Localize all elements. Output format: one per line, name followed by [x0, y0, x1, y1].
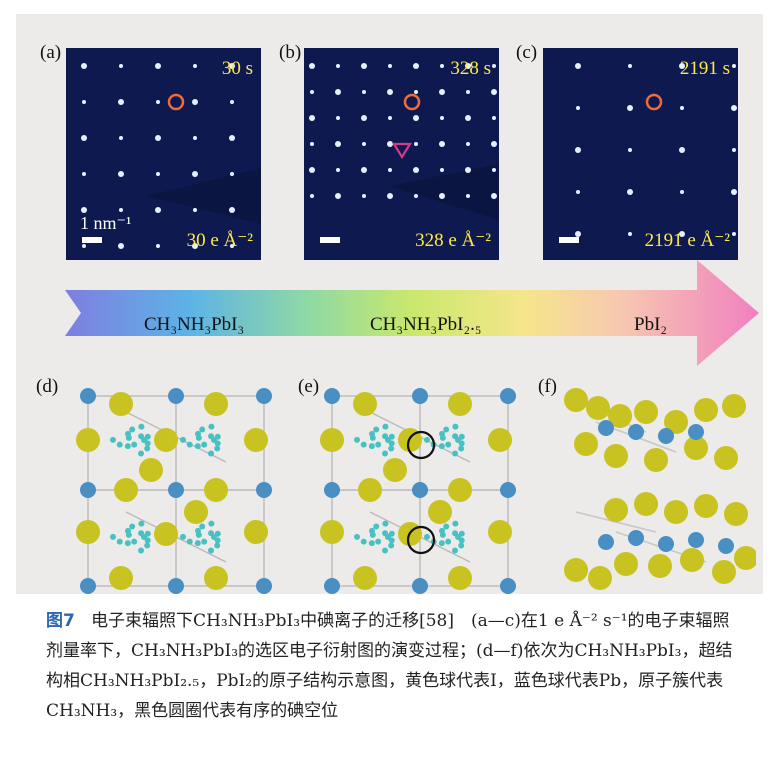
vacancy-circle-bottom — [406, 525, 436, 555]
panel-label-c: (c) — [516, 42, 538, 63]
panel-label-e: (e) — [298, 376, 320, 397]
structure-superstructure — [320, 388, 516, 594]
time-label-a: 30 s — [221, 58, 253, 79]
structure-mapbi3 — [76, 388, 272, 594]
scale-bar-a — [82, 237, 102, 243]
scale-bar-c — [559, 237, 579, 243]
figure-caption: 图7 电子束辐照下CH₃NH₃PbI₃中碘离子的迁移[58] (a—c)在1 e… — [46, 606, 746, 726]
diffraction-spots-c — [575, 63, 737, 237]
tem-pattern-b: 328 s 328 e Å⁻² — [304, 48, 499, 260]
structure-pbi2 — [564, 388, 756, 590]
scale-bar-b — [320, 237, 340, 243]
dose-label-a: 30 e Å⁻² — [186, 230, 253, 251]
diffraction-spots-a — [81, 63, 261, 249]
panel-label-b: (b) — [279, 42, 302, 63]
arrow-label-mapbi3: CH₃NH₃PbI₃ — [144, 314, 245, 335]
panel-label-a: (a) — [40, 42, 62, 63]
spot-group — [575, 63, 737, 237]
tem-pattern-a: 30 s 1 nm⁻¹ 30 e Å⁻² — [66, 48, 261, 260]
caption-text: 电子束辐照下CH₃NH₃PbI₃中碘离子的迁移[58] (a—c)在1 e Å⁻… — [46, 611, 733, 721]
dose-label-b: 328 e Å⁻² — [415, 230, 491, 251]
transition-arrow — [65, 260, 759, 366]
time-label-c: 2191 s — [679, 58, 730, 79]
vacancy-circle-top — [406, 430, 436, 460]
spot-group — [309, 63, 497, 199]
time-label-b: 328 s — [450, 58, 491, 79]
arrow-label-superstructure: CH₃NH₃PbI₂.₅ — [370, 314, 482, 335]
caption-figure-number: 图7 — [46, 611, 75, 631]
arrow-label-pbi2: PbI₂ — [634, 314, 668, 335]
figure-panel: (a) 30 s 1 nm⁻¹ 30 e Å⁻² (b) 328 s 328 e… — [16, 14, 763, 594]
tem-pattern-c: 2191 s 2191 e Å⁻² — [543, 48, 738, 260]
scale-label: 1 nm⁻¹ — [80, 213, 132, 233]
dose-label-c: 2191 e Å⁻² — [644, 230, 730, 251]
spot-group — [81, 63, 235, 249]
panel-label-f: (f) — [538, 376, 557, 397]
diffraction-spots-b — [309, 63, 499, 220]
panel-label-d: (d) — [36, 376, 59, 397]
